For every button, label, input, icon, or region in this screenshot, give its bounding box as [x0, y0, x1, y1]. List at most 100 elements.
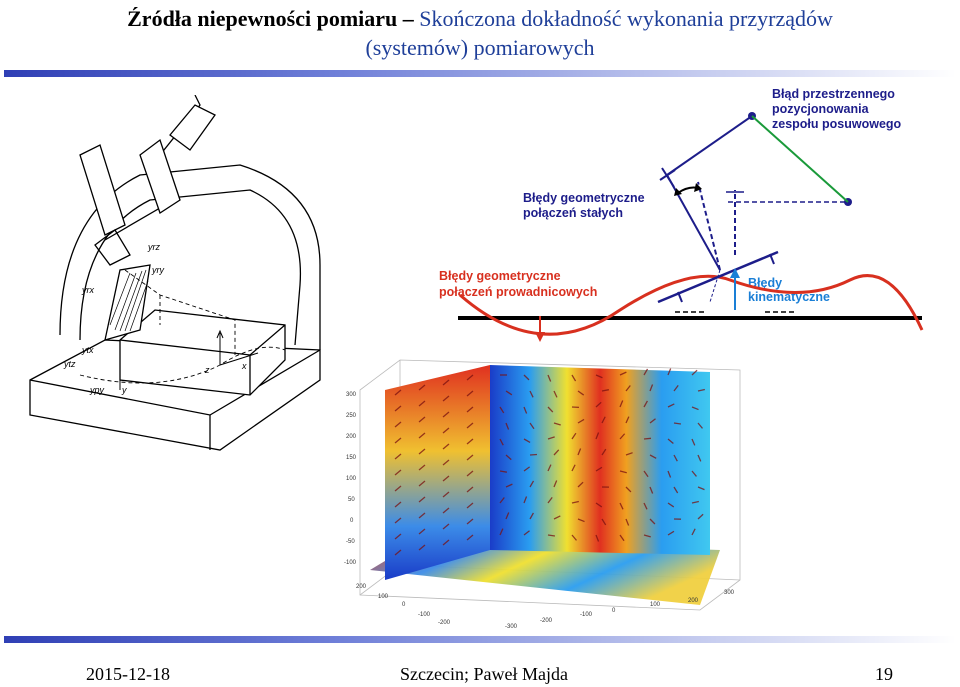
field-arrow: [625, 416, 630, 424]
field-arrow: [466, 422, 474, 429]
x-tick-5: -300: [505, 624, 518, 630]
field-arrow: [418, 448, 426, 455]
field-arrow: [418, 512, 426, 519]
label-guides-2: połaczeń prowadnicowych: [439, 285, 597, 299]
field-arrow: [649, 518, 656, 525]
label-yry: yry: [151, 265, 164, 275]
label-ytx: ytx: [81, 345, 94, 355]
field-arrow: [643, 534, 651, 538]
field-arrow: [553, 449, 560, 456]
field-arrow: [499, 497, 505, 504]
x-tick-0: 200: [356, 584, 367, 590]
field-arrow: [577, 418, 585, 424]
field-arrow: [466, 534, 474, 541]
label-spatial-2: pozycjonowania: [772, 102, 870, 116]
field-arrow: [619, 534, 625, 542]
field-arrow: [553, 480, 558, 488]
label-kinematic-2: kinematyczne: [748, 290, 830, 304]
field-arrow: [442, 507, 450, 514]
field-arrow: [418, 480, 426, 487]
x-tick-3: -100: [418, 612, 431, 618]
field-arrow: [691, 369, 698, 376]
field-arrow: [418, 544, 426, 551]
field-arrow: [529, 480, 535, 488]
field-arrow: [499, 438, 504, 446]
label-spatial-3: zespołu posuwowego: [772, 117, 902, 131]
field-arrow: [547, 497, 553, 504]
field-arrow: [571, 464, 576, 472]
label-guides-1: Błędy geometryczne: [439, 269, 561, 283]
field-arrow: [667, 502, 675, 508]
bottom-divider: [4, 636, 956, 643]
y-tick-3: 100: [650, 602, 661, 608]
field-arrow: [649, 454, 657, 459]
field-arrow: [523, 406, 528, 414]
x-tick-1: 100: [378, 594, 389, 600]
field-arrow: [553, 422, 561, 426]
error-field-3d-plot: 300 250 200 150 100 50 0 -50 -100 200 10…: [344, 359, 741, 630]
field-arrow: [418, 384, 426, 391]
field-arrow: [394, 453, 402, 460]
field-arrow: [466, 502, 474, 509]
field-arrow: [505, 390, 513, 396]
field-arrow: [505, 512, 510, 520]
field-arrow: [442, 459, 450, 466]
y-tick-5: 300: [724, 590, 735, 596]
z-tick-6: 0: [350, 518, 354, 524]
field-arrow: [418, 432, 426, 439]
field-arrow: [595, 401, 602, 408]
field-arrow: [418, 528, 426, 535]
field-arrow: [442, 491, 450, 498]
field-arrow: [697, 388, 705, 392]
title-prefix: Źródła niepewności pomiaru –: [127, 6, 420, 31]
field-arrow: [505, 483, 513, 488]
field-arrow: [649, 384, 654, 392]
label-ypy: ypy: [89, 385, 105, 395]
field-arrow: [601, 518, 607, 526]
field-arrow: [466, 454, 474, 461]
label-yrz: yrz: [147, 242, 160, 252]
field-arrow: [619, 433, 626, 440]
field-arrow: [595, 534, 600, 542]
field-arrow: [505, 454, 512, 461]
field-arrow: [595, 374, 603, 379]
top-divider: [4, 70, 956, 77]
z-tick-5: 50: [348, 497, 355, 503]
field-arrow: [595, 502, 603, 508]
title-main: Skończona dokładność wykonania przyrządó…: [419, 6, 833, 31]
field-arrow: [691, 406, 699, 411]
label-fixed-1: Błędy geometryczne: [523, 191, 645, 205]
label-y: y: [121, 385, 127, 395]
field-arrow: [571, 500, 579, 504]
y-tick-4: 200: [688, 598, 699, 604]
field-arrow: [649, 486, 654, 494]
field-arrow: [571, 374, 577, 382]
field-arrow: [466, 486, 474, 493]
field-arrow: [667, 470, 672, 478]
field-arrow: [667, 530, 675, 536]
field-arrow: [547, 464, 552, 472]
field-arrow: [691, 438, 696, 446]
z-tick-2: 200: [346, 434, 357, 440]
field-arrow: [619, 371, 627, 376]
field-arrow: [499, 470, 508, 473]
field-arrow: [625, 486, 632, 493]
z-tick-3: 150: [346, 455, 357, 461]
field-arrow: [691, 470, 697, 477]
field-arrow: [697, 454, 702, 462]
label-yrx: yrx: [81, 285, 94, 295]
footer-author: Szczecin; Paweł Majda: [400, 664, 568, 684]
label-z: z: [204, 365, 210, 375]
field-arrow: [529, 390, 534, 398]
error-diagram: Błąd przestrzennego pozycjonowania zespo…: [439, 87, 924, 342]
x-tick-4: -200: [438, 620, 451, 626]
field-arrow: [643, 502, 648, 510]
z-tick-7: -50: [346, 539, 355, 545]
field-arrow: [418, 496, 426, 503]
z-tick-8: -100: [344, 560, 357, 566]
field-arrow: [571, 432, 577, 440]
footer-date: 2015-12-18: [86, 664, 170, 684]
z-tick-0: 300: [346, 392, 357, 398]
field-arrow: [394, 533, 402, 540]
field-arrow: [577, 481, 584, 488]
